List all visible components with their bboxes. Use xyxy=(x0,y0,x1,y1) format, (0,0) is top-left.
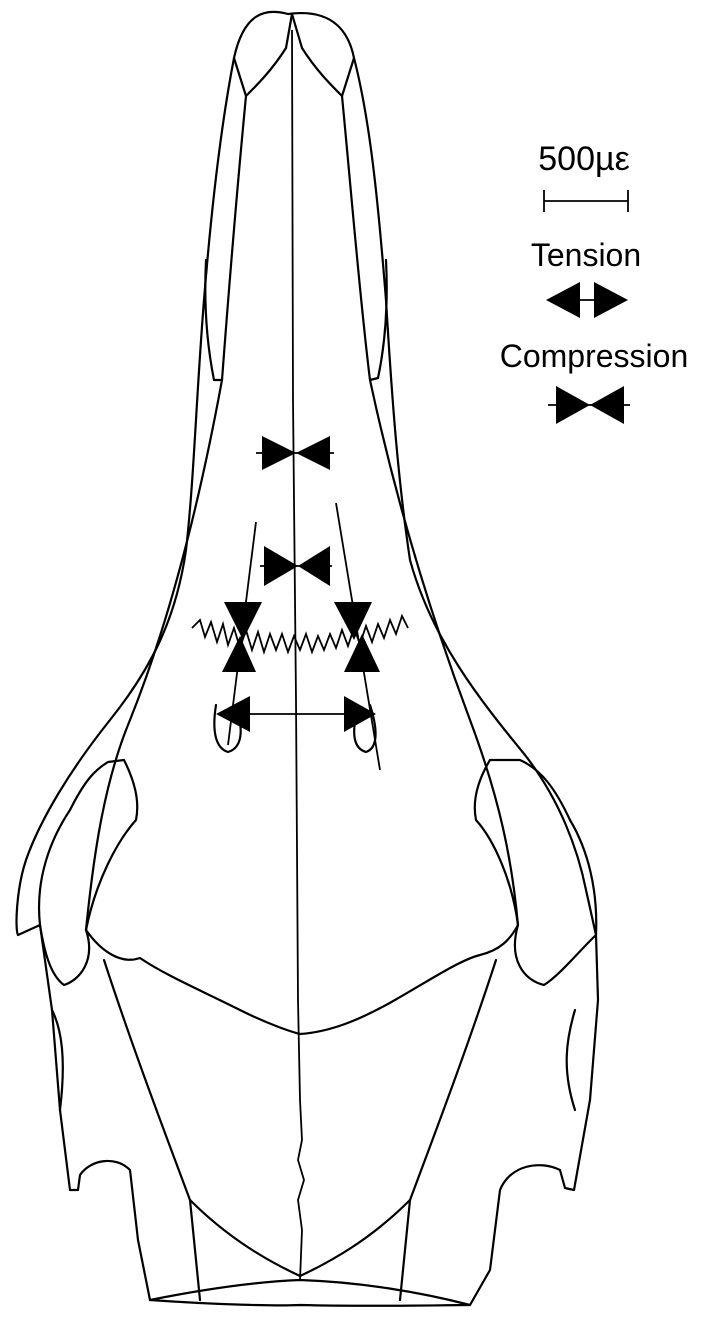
nasal-tip-right xyxy=(292,14,354,96)
nasal-tip-left xyxy=(234,14,292,96)
skull-outline xyxy=(17,12,598,1306)
base-notch-right xyxy=(567,1010,575,1110)
scale-bar xyxy=(544,190,628,212)
base-line xyxy=(150,1300,470,1306)
skull-outer-contour xyxy=(17,12,598,1305)
midline-suture xyxy=(292,30,304,1280)
cranial-inner-contour xyxy=(86,380,518,1034)
premaxilla-line-left xyxy=(205,96,246,380)
posterior-line-left xyxy=(104,960,200,1300)
tension-label: Tension xyxy=(531,237,641,273)
transverse-suture xyxy=(192,616,408,652)
gauge-anterior-midline xyxy=(256,436,334,470)
gauge-posterior-midline xyxy=(260,546,332,586)
zygomatic-arch-left xyxy=(39,760,137,985)
legend: 500µε Tension Compression xyxy=(500,140,689,424)
scale-label: 500µε xyxy=(538,140,629,178)
posterior-line-right xyxy=(400,960,496,1300)
compression-symbol xyxy=(548,386,630,424)
compression-label: Compression xyxy=(500,338,689,374)
tension-symbol xyxy=(546,282,628,318)
